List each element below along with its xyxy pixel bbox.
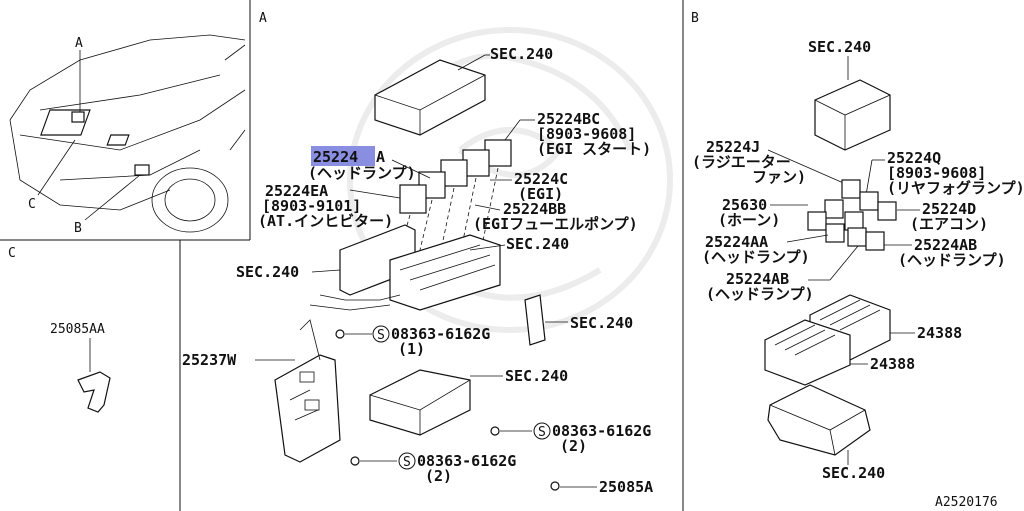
label-bolt-2: 08363-6162G (552, 422, 651, 440)
label-25630: 25630 (722, 196, 767, 214)
drawing-id: A2520176 (935, 495, 998, 510)
section-a-label: A (259, 11, 267, 26)
label-sec240-cover: SEC.240 (490, 45, 553, 63)
label-25224j-desc1: (ラジエーター (692, 153, 791, 171)
label-25085a: 25085A (599, 478, 653, 496)
label-sec240-clip: SEC.240 (570, 314, 633, 332)
highlight-25224a (311, 146, 375, 166)
label-25224bc-date: [8903-9608] (537, 125, 636, 143)
label-25224ea-date: [8903-9101] (262, 197, 361, 215)
label-sec240-b-bottom: SEC.240 (822, 464, 885, 482)
label-25224q: 25224Q (887, 149, 941, 167)
label-25224c-desc: (EGI) (518, 185, 563, 203)
relay-group-b (807, 179, 897, 251)
label-bolt-3-qty: (2) (425, 467, 452, 485)
bolt-symbol-1 (372, 325, 390, 343)
overview-label-b: B (74, 221, 82, 236)
label-25224a-desc: (ヘッドランプ) (308, 164, 416, 182)
relay-base-24388-b (764, 319, 851, 386)
label-25224ab-bottom-desc: (ヘッドランプ) (706, 285, 814, 303)
label-25224bb: 25224BB (503, 200, 566, 218)
label-25224bc: 25224BC (537, 110, 600, 128)
section-c: C 25085AA (8, 246, 111, 413)
label-24388-a: 24388 (917, 324, 962, 342)
relay-group-a (399, 139, 512, 214)
label-25224a-suffix: A (376, 148, 385, 166)
label-sec240-b-top: SEC.240 (808, 38, 871, 56)
bolt-symbol-2-letter: S (538, 425, 546, 440)
overview-label-c: C (28, 197, 36, 212)
label-sec240-relay-box: SEC.240 (506, 235, 569, 253)
label-25224j-desc2: ファン) (752, 168, 806, 186)
section-c-label: C (8, 246, 16, 261)
label-25224j: 25224J (706, 138, 760, 156)
label-bolt-3: 08363-6162G (417, 452, 516, 470)
label-25237w: 25237W (182, 351, 237, 369)
label-25224bb-desc: (EGIフューエルポンプ) (473, 215, 638, 233)
label-25630-desc: (ホーン) (718, 211, 780, 229)
label-25224c: 25224C (514, 170, 568, 188)
clip-part (524, 294, 546, 346)
b-relay-box-cover (814, 79, 891, 151)
bolt-symbol-2 (533, 422, 551, 440)
bracket-25237w (274, 354, 341, 463)
label-25224ab-right: 25224AB (914, 236, 977, 254)
label-25224aa: 25224AA (705, 233, 768, 251)
vehicle-overview: A C B (9, 34, 246, 236)
label-25224q-desc: (リヤフォグランプ) (887, 179, 1024, 197)
section-b-label: B (691, 11, 699, 26)
label-25224d: 25224D (922, 200, 976, 218)
label-25224q-date: [8903-9608] (887, 164, 986, 182)
label-24388-b: 24388 (870, 355, 915, 373)
label-25224d-desc: (エアコン) (910, 215, 988, 233)
panel-borders (0, 0, 684, 511)
label-bolt-2-qty: (2) (560, 437, 587, 455)
lower-tray (767, 384, 871, 456)
label-bolt-1: 08363-6162G (391, 325, 490, 343)
relay-box-cover (374, 59, 486, 136)
label-sec240-left: SEC.240 (236, 263, 299, 281)
overview-label-a: A (75, 36, 83, 51)
label-25224ab-bottom: 25224AB (726, 270, 789, 288)
bolt-symbol-1-letter: S (377, 328, 385, 343)
lower-cover (369, 369, 471, 436)
label-25224bc-desc: (EGI スタート) (537, 140, 651, 158)
bracket-25085aa (77, 371, 111, 413)
part-25085aa-label: 25085AA (50, 322, 105, 337)
label-25224ea: 25224EA (265, 182, 328, 200)
label-25224aa-desc: (ヘッドランプ) (702, 248, 810, 266)
section-b: B SEC.240 25224J (ラジエーター ファン) 25224Q [89… (691, 11, 1024, 482)
label-25224ea-desc: (AT.インヒビター) (258, 212, 393, 230)
section-a: A SEC.240 25224BC [8903-9608] (EGI スタート)… (182, 11, 653, 496)
bolt-symbol-3-letter: S (403, 455, 411, 470)
label-25224ab-right-desc: (ヘッドランプ) (898, 251, 1006, 269)
label-25224a-highlight[interactable]: 25224 (313, 148, 358, 166)
label-sec240-lower-cover: SEC.240 (505, 367, 568, 385)
relay-block-main (389, 234, 501, 311)
bolt-symbol-3 (398, 452, 416, 470)
label-bolt-1-qty: (1) (398, 340, 425, 358)
